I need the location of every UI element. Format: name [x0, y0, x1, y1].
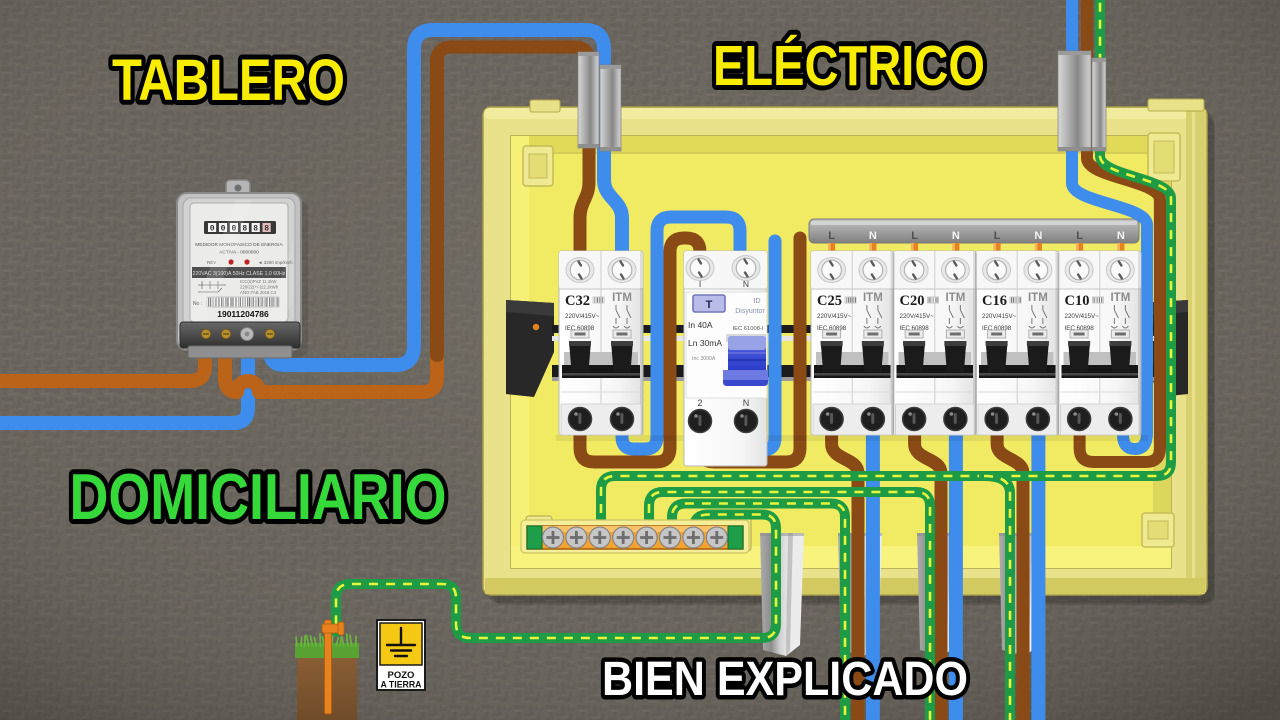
svg-text:Inc 3000A: Inc 3000A [692, 356, 716, 362]
svg-text:No :: No : [193, 301, 202, 307]
svg-text:C20: C20 [900, 293, 925, 309]
svg-text:Disyuntor: Disyuntor [735, 308, 765, 315]
svg-text:L: L [1076, 230, 1083, 242]
svg-text:POZO: POZO [388, 670, 415, 681]
svg-text:220/22(+/-)22.2kWh: 220/22(+/-)22.2kWh [240, 285, 279, 290]
svg-text:220VAC 3(100)A 50Hz CLASE 1: 220VAC 3(100)A 50Hz CLASE 1.0 60Hz [193, 271, 286, 277]
svg-text:ITM: ITM [945, 292, 965, 304]
svg-text:MEDIDOR MONOFASICO DE ENERGIA: MEDIDOR MONOFASICO DE ENERGIA [195, 242, 283, 248]
svg-text:A TIERRA: A TIERRA [381, 680, 422, 691]
svg-text:L: L [994, 230, 1001, 242]
svg-text:T: T [706, 299, 713, 311]
svg-text:8: 8 [264, 225, 269, 234]
svg-text:ICC(0)PVZ 11.2kW: ICC(0)PVZ 11.2kW [240, 279, 277, 284]
svg-text:In 40A: In 40A [688, 320, 713, 330]
svg-text:N: N [1034, 230, 1042, 242]
svg-text:IEC 60898: IEC 60898 [565, 325, 595, 332]
svg-text:IEC 61008-I: IEC 61008-I [733, 326, 764, 332]
svg-text:ELÉCTRICO: ELÉCTRICO [713, 34, 985, 98]
svg-text:ITM: ITM [612, 292, 632, 304]
svg-text:2: 2 [697, 398, 702, 408]
svg-text:◄ 3200 imp/kWh: ◄ 3200 imp/kWh [258, 260, 293, 265]
svg-text:L: L [828, 230, 835, 242]
svg-text:0: 0 [210, 225, 215, 234]
svg-text:N: N [743, 279, 749, 289]
svg-text:19011204786: 19011204786 [217, 309, 269, 319]
svg-text:C10: C10 [1065, 293, 1090, 309]
svg-text:0: 0 [231, 225, 236, 234]
svg-text:TABLERO: TABLERO [112, 48, 345, 113]
svg-text:220V/415V~: 220V/415V~ [982, 313, 1017, 320]
svg-text:IEC 60898: IEC 60898 [1065, 325, 1095, 332]
svg-text:IEC 60898: IEC 60898 [817, 325, 847, 332]
svg-text:220V/415V~: 220V/415V~ [1065, 313, 1100, 320]
svg-text:BIEN EXPLICADO: BIEN EXPLICADO [602, 652, 968, 706]
svg-text:ACTIVA - 0000000: ACTIVA - 0000000 [219, 250, 259, 256]
svg-text:DOMICILIARIO: DOMICILIARIO [70, 461, 447, 533]
svg-text:IEC 60898: IEC 60898 [982, 325, 1012, 332]
svg-text:ITM: ITM [1028, 292, 1048, 304]
svg-text:220V/415V~: 220V/415V~ [817, 313, 852, 320]
svg-text:C16: C16 [982, 293, 1007, 309]
svg-text:8: 8 [253, 225, 258, 234]
svg-text:N: N [743, 398, 750, 408]
svg-text:Ln 30mA: Ln 30mA [688, 338, 722, 348]
svg-text:ITM: ITM [863, 292, 883, 304]
svg-text:I: I [699, 279, 701, 289]
svg-text:N: N [1117, 230, 1125, 242]
svg-text:0: 0 [221, 225, 226, 234]
svg-text:IEC 60898: IEC 60898 [900, 325, 930, 332]
svg-text:N: N [869, 230, 877, 242]
svg-text:AÑO FAB 2018 C4: AÑO FAB 2018 C4 [240, 290, 277, 295]
svg-text:REV: REV [207, 260, 216, 265]
svg-text:8: 8 [242, 225, 247, 234]
svg-text:L: L [911, 230, 918, 242]
svg-text:ID: ID [754, 298, 761, 305]
svg-text:220V/415V~: 220V/415V~ [900, 313, 935, 320]
svg-text:220V/415V~: 220V/415V~ [565, 313, 600, 320]
svg-text:C32: C32 [565, 293, 590, 309]
svg-text:C25: C25 [817, 293, 842, 309]
svg-text:ITM: ITM [1110, 292, 1130, 304]
svg-text:N: N [952, 230, 960, 242]
